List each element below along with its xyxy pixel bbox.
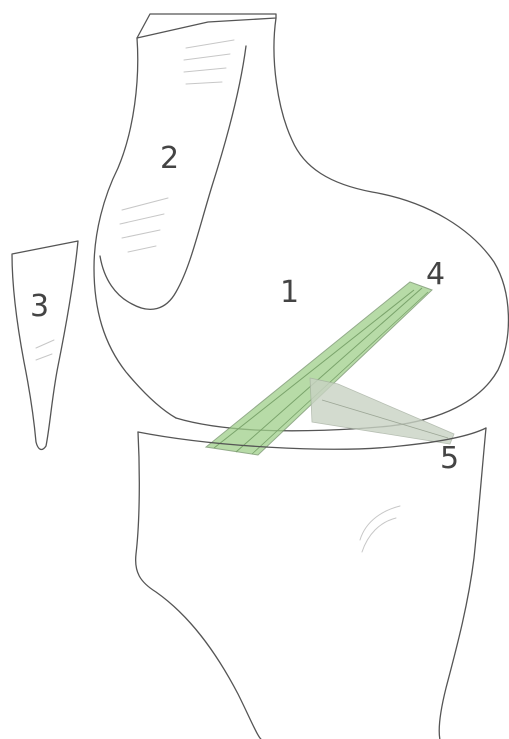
- label-femur: 1: [280, 275, 299, 310]
- tibia: [136, 428, 486, 739]
- label-patella: 3: [30, 289, 49, 324]
- label-patellar-surface: 2: [160, 141, 179, 176]
- femur: [94, 14, 508, 431]
- label-ligament-5: 5: [440, 441, 459, 476]
- ligament-5: [310, 378, 454, 444]
- patella: [12, 241, 78, 449]
- label-ligament-4: 4: [426, 257, 445, 292]
